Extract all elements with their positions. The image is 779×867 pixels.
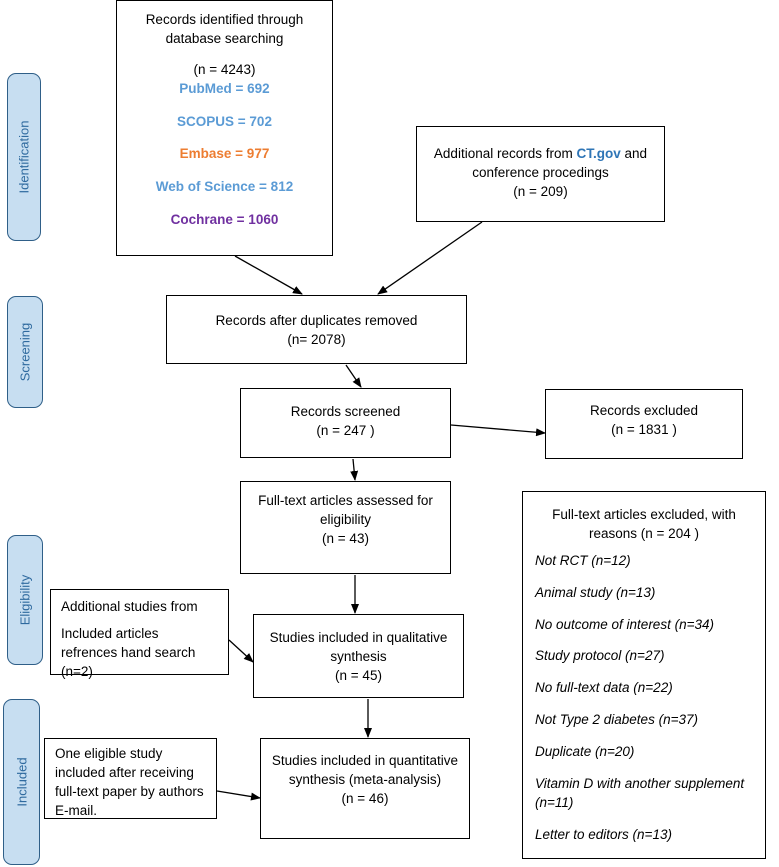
additional-records-text: Additional records from CT.gov and confe… [427, 145, 654, 183]
fulltext-assessed-title: Full-text articles assessed for eligibil… [258, 493, 433, 527]
database-count: SCOPUS = 702 [177, 113, 272, 129]
arrow-additional-to-duplicates [377, 221, 483, 295]
records-excluded-title: Records excluded [589, 403, 699, 418]
additional-records-box: Additional records from CT.gov and confe… [416, 126, 665, 222]
stage-screening: Screening [7, 296, 43, 408]
records-identified-count: (n = 4243) [193, 61, 256, 77]
arrow-duplicates-to-screened [345, 364, 362, 388]
database-count: Embase = 977 [179, 146, 270, 162]
exclusion-reason: Vitamin D with another supplement (n=11) [535, 776, 745, 810]
additional-studies-line1: Additional studies from [61, 599, 198, 614]
fulltext-excluded-box: Full-text articles excluded, with reason… [522, 491, 766, 859]
ctgov-link[interactable]: CT.gov [576, 146, 621, 161]
duplicates-removed-count: (n= 2078) [287, 331, 346, 347]
qualitative-title: Studies included in qualitative synthesi… [269, 630, 448, 664]
database-count: Web of Science = 812 [155, 179, 294, 195]
database-count: Cochrane = 1060 [170, 212, 279, 228]
exclusion-reason: Letter to editors (n=13) [535, 826, 672, 842]
arrow-identified-to-duplicates [234, 255, 303, 295]
eligible-study-box: One eligible study included after receiv… [44, 738, 217, 819]
records-identified-box: Records identified through database sear… [116, 0, 333, 256]
additional-studies-line2: Included articles refrences hand search … [61, 625, 196, 679]
additional-records-rest: and conference procedings [472, 146, 648, 180]
stage-eligibility: Eligibility [7, 535, 43, 665]
eligible-study-text: One eligible study included after receiv… [55, 746, 204, 818]
additional-records-prefix: Additional records from [433, 146, 573, 161]
database-count: PubMed = 692 [179, 80, 270, 96]
stage-included: Included [3, 699, 40, 865]
fulltext-excluded-title: Full-text articles excluded, with reason… [552, 507, 736, 541]
additional-studies-box: Additional studies from Included article… [50, 589, 229, 679]
quantitative-count: (n = 46) [341, 790, 389, 806]
arrow-screened-to-fulltext [350, 458, 359, 481]
qualitative-count: (n = 45) [335, 667, 382, 683]
records-excluded-box: Records excluded (n = 1831 ) [545, 389, 743, 459]
arrow-additional-studies-to-qualitative [228, 639, 254, 663]
records-excluded-count: (n = 1831 ) [611, 421, 677, 437]
stage-identification: Identification [7, 73, 41, 241]
exclusion-reason: Not RCT (n=12) [535, 552, 631, 568]
arrow-screened-to-excluded [450, 424, 546, 437]
records-screened-box: Records screened (n = 247 ) [240, 388, 451, 458]
quantitative-title: Studies included in quantitative synthes… [271, 753, 459, 787]
additional-records-count: (n = 209) [513, 183, 568, 199]
fulltext-assessed-count: (n = 43) [322, 530, 369, 546]
exclusion-reason: Study protocol (n=27) [535, 648, 665, 664]
records-identified-title: Records identified through database sear… [145, 12, 304, 46]
exclusion-reason: Animal study (n=13) [535, 584, 656, 600]
records-screened-count: (n = 247 ) [316, 422, 375, 438]
records-screened-title: Records screened [290, 404, 401, 419]
exclusion-reason: Not Type 2 diabetes (n=37) [535, 712, 698, 728]
exclusion-reason: No full-text data (n=22) [535, 680, 673, 696]
exclusion-reason-list: Not RCT (n=12) Animal study (n=13) No outc… [535, 552, 753, 845]
exclusion-reason: Duplicate (n=20) [535, 744, 635, 760]
exclusion-reason: No outcome of interest (n=34) [535, 616, 714, 632]
arrow-eligible-study-to-quantitative [216, 790, 261, 801]
fulltext-assessed-box: Full-text articles assessed for eligibil… [240, 481, 451, 574]
duplicates-removed-box: Records after duplicates removed (n= 207… [166, 295, 467, 364]
quantitative-box: Studies included in quantitative synthes… [260, 738, 470, 839]
duplicates-removed-title: Records after duplicates removed [215, 313, 418, 328]
